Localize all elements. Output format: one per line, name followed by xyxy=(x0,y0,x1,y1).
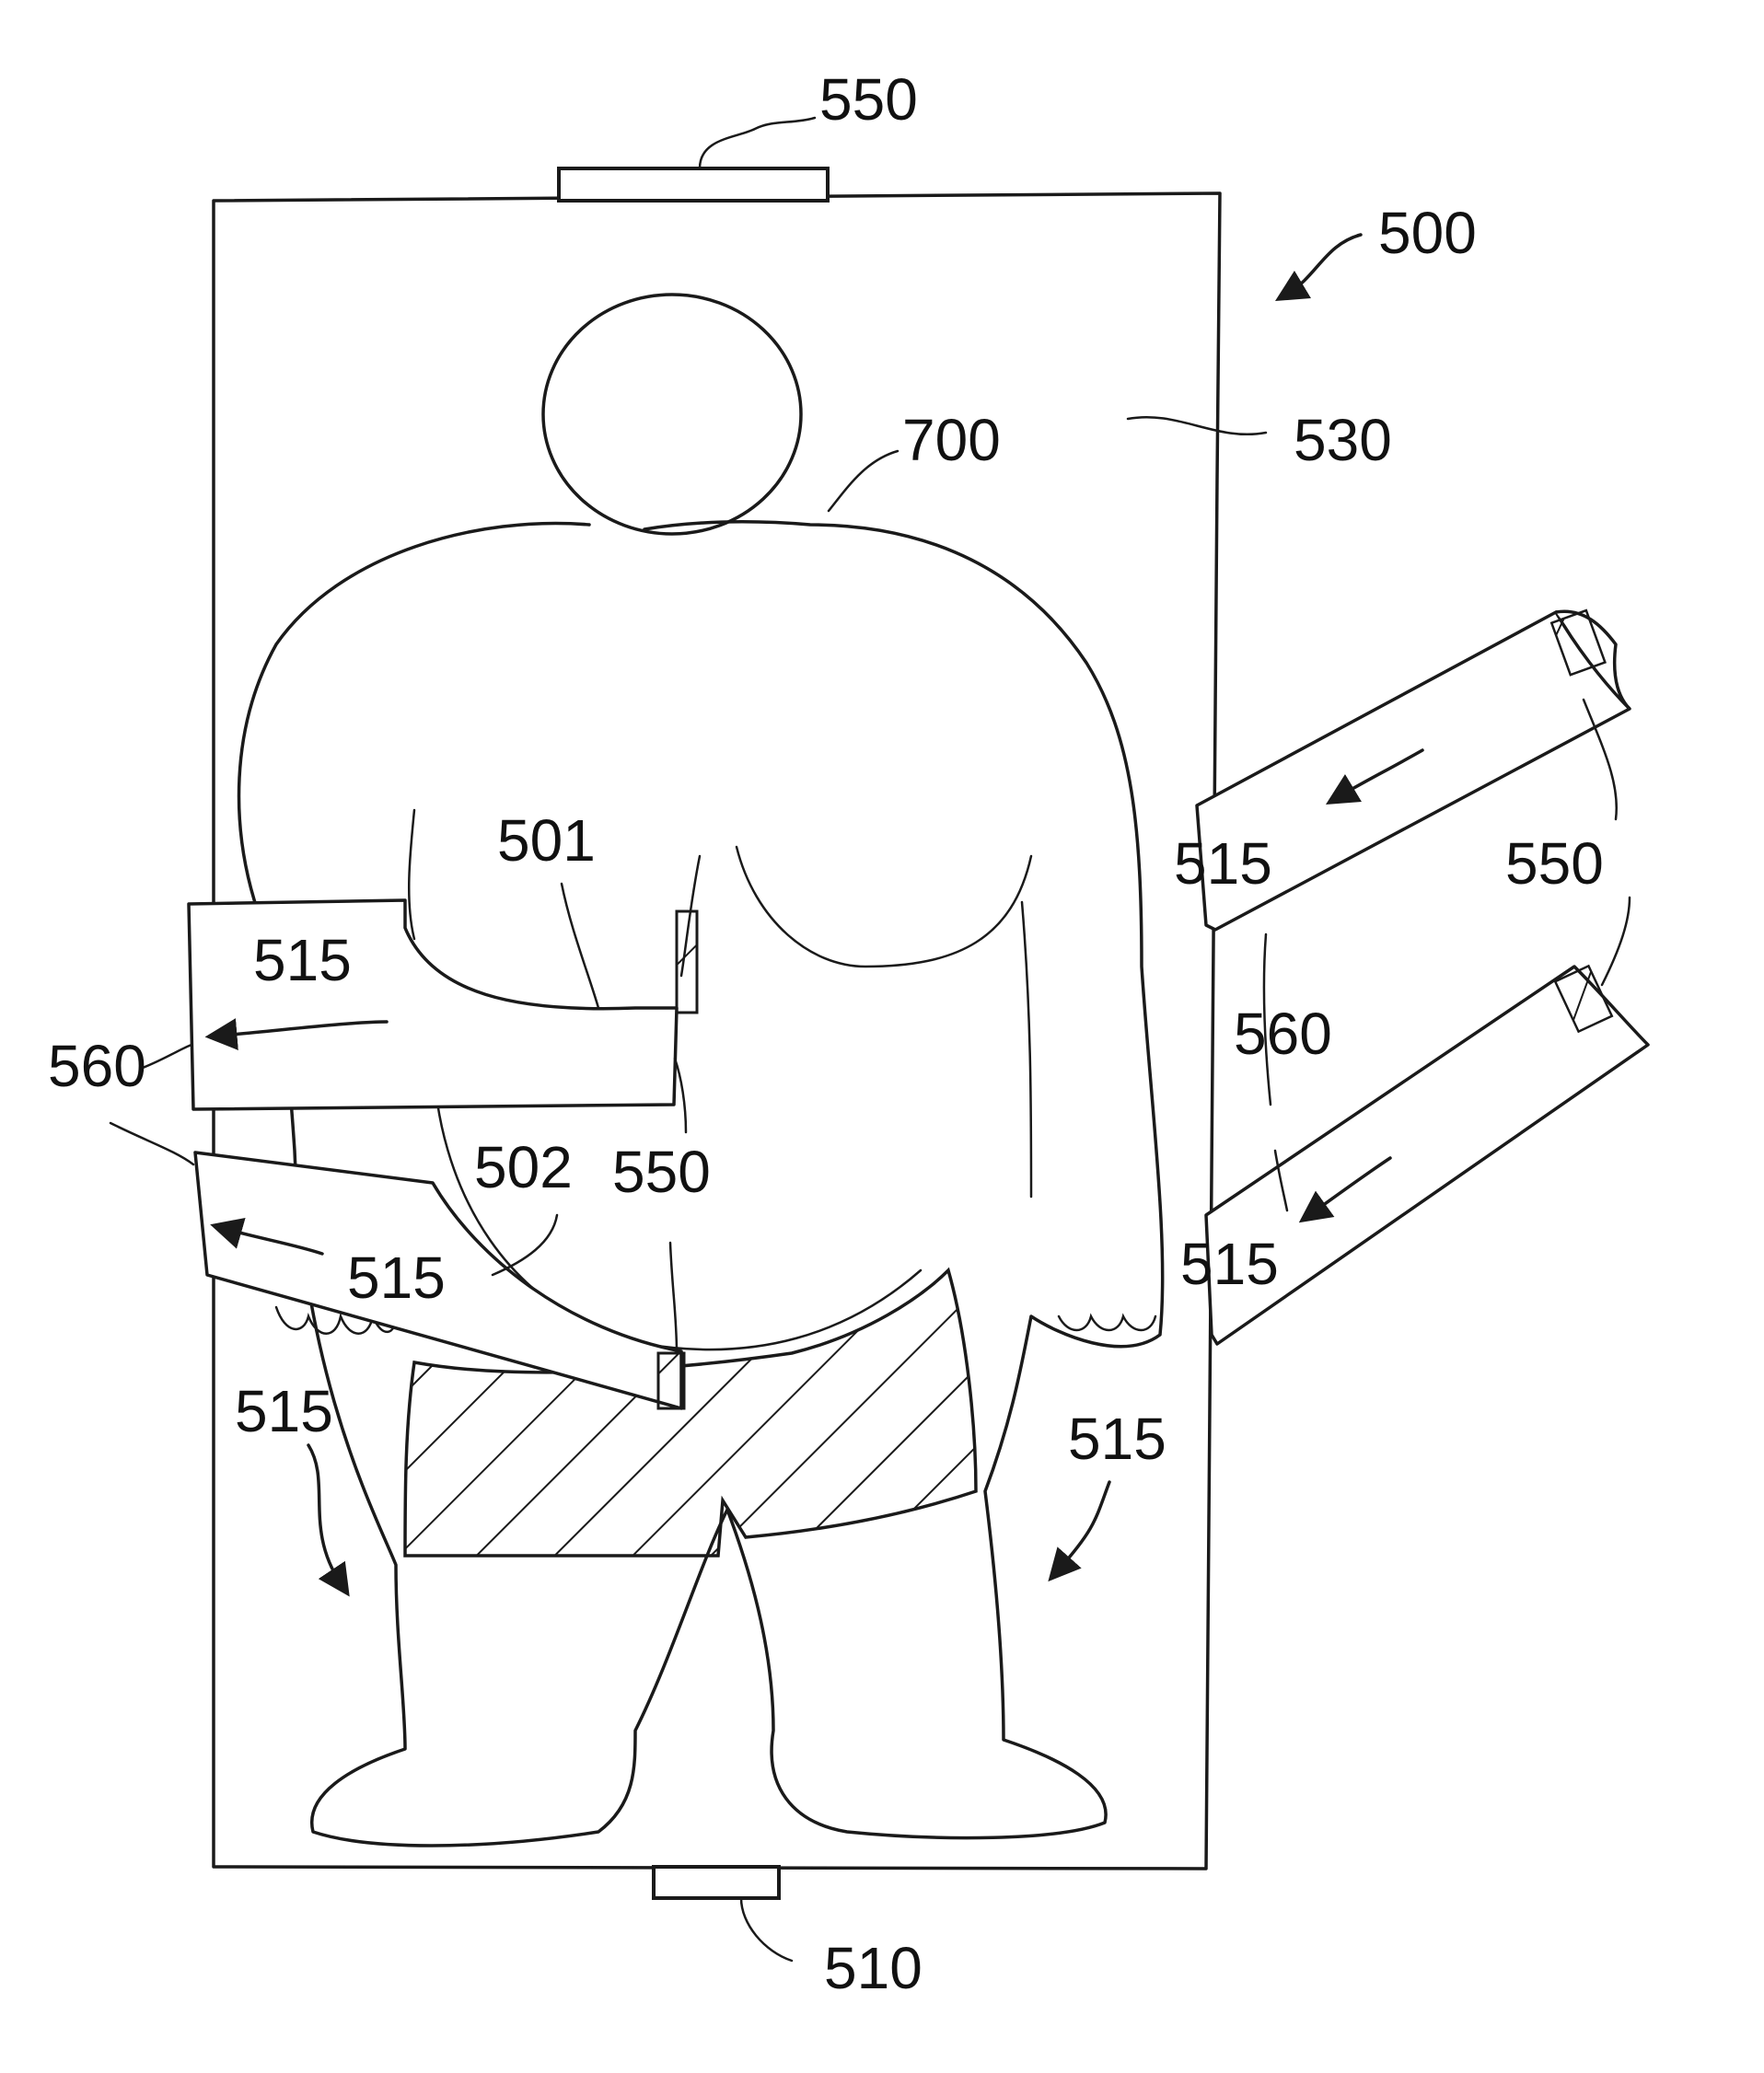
bottom-tab xyxy=(654,1867,779,1898)
label-fold-501: 501 xyxy=(497,807,596,874)
label-right-lower-edge: 515 xyxy=(1180,1231,1279,1297)
bottom-tab-leader xyxy=(741,1898,792,1961)
fold-501-leader xyxy=(562,884,598,1008)
label-fold-502: 502 xyxy=(474,1134,573,1200)
lower-right-arrow xyxy=(1059,1482,1109,1569)
label-left-flap-tab: 550 xyxy=(612,1139,711,1205)
label-sheet: 530 xyxy=(1294,407,1392,473)
label-left-lower-edge: 515 xyxy=(347,1245,446,1311)
label-right-upper-edge: 515 xyxy=(1174,830,1272,897)
top-tab-leader xyxy=(700,118,815,168)
label-right-lower-sheet-edge: 515 xyxy=(1068,1406,1166,1472)
lower-left-arrow xyxy=(308,1445,341,1583)
label-patient: 700 xyxy=(902,407,1001,473)
label-bottom-tab: 510 xyxy=(824,1935,923,2001)
left-fold-leader xyxy=(110,1123,193,1164)
label-left-lower-sheet-edge: 515 xyxy=(235,1378,333,1444)
label-right-fold: 560 xyxy=(1234,1001,1332,1067)
label-top-tab: 550 xyxy=(819,66,918,133)
patient-leader xyxy=(829,451,898,511)
label-left-upper-edge: 515 xyxy=(253,927,352,993)
label-right-upper-tab: 550 xyxy=(1505,830,1604,897)
assembly-arrow xyxy=(1289,235,1361,293)
sheet-leader xyxy=(1128,417,1266,434)
left-tab-2-leader xyxy=(670,1243,677,1353)
label-assembly: 500 xyxy=(1378,200,1477,266)
top-tab xyxy=(559,168,828,201)
label-left-fold: 560 xyxy=(48,1033,146,1099)
left-fold-leader-2 xyxy=(143,1045,191,1068)
right-tab-leader-2 xyxy=(1602,898,1630,985)
